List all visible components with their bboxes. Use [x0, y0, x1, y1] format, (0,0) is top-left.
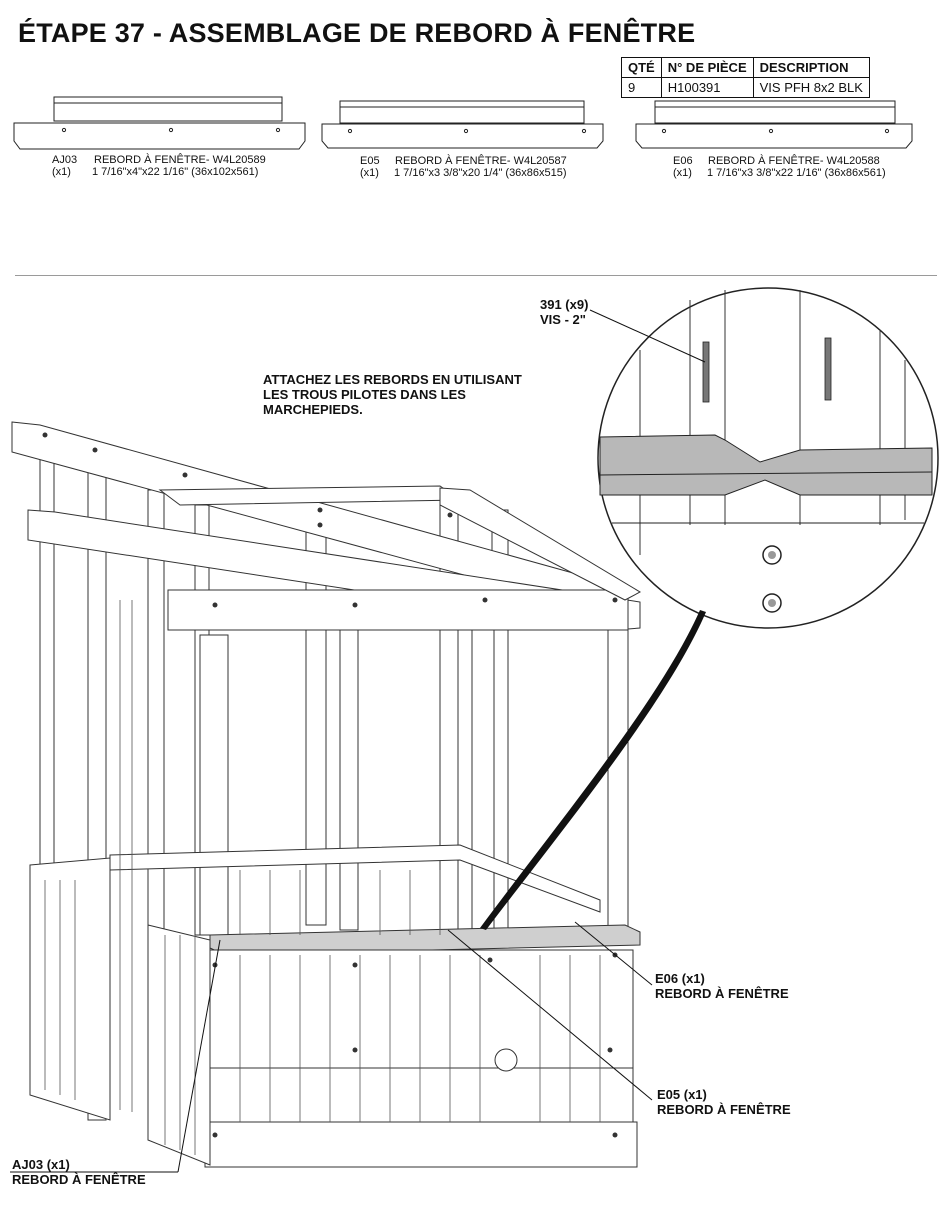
instruction-line: ATTACHEZ LES REBORDS EN UTILISANT — [263, 372, 522, 387]
parts-table-header: QTÉ N° DE PIÈCE DESCRIPTION — [621, 57, 870, 78]
cell-description: VIS PFH 8x2 BLK — [752, 77, 870, 98]
board-aj03-drawing — [13, 96, 306, 150]
section-divider — [15, 275, 937, 276]
board-qty: (x1) — [52, 166, 71, 178]
detail-zoom-circle — [597, 287, 939, 629]
callout-e06: E06 (x1) REBORD À FENÊTRE — [655, 971, 789, 1001]
instruction-line: MARCHEPIEDS. — [263, 402, 363, 417]
board-dims: 1 7/16"x4"x22 1/16" (36x102x561) — [92, 166, 259, 178]
parts-table: QTÉ N° DE PIÈCE DESCRIPTION 9 H100391 VI… — [621, 57, 870, 98]
board-code: E05 — [360, 155, 380, 167]
board-dims: 1 7/16"x3 3/8"x20 1/4" (36x86x515) — [394, 167, 567, 179]
screw-callout: 391 (x9) VIS - 2" — [540, 297, 588, 327]
header-qty: QTÉ — [621, 57, 662, 78]
callout-label: REBORD À FENÊTRE — [12, 1172, 146, 1187]
board-label-aj03: AJ03 REBORD À FENÊTRE- W4L20589 (x1) 1 7/1… — [52, 154, 266, 178]
instruction-line: LES TROUS PILOTES DANS LES — [263, 387, 466, 402]
callout-code: E05 (x1) — [657, 1087, 707, 1102]
step-title: ÉTAPE 37 - ASSEMBLAGE DE REBORD À FENÊTR… — [18, 18, 696, 48]
board-e06-drawing — [635, 100, 913, 149]
callout-label: REBORD À FENÊTRE — [657, 1102, 791, 1117]
callout-code: AJ03 (x1) — [12, 1157, 70, 1172]
board-name: REBORD À FENÊTRE- W4L20589 — [94, 154, 266, 166]
screw-callout-qty: 391 (x9) — [540, 297, 589, 312]
board-name: REBORD À FENÊTRE- W4L20588 — [708, 155, 880, 167]
instruction-note: ATTACHEZ LES REBORDS EN UTILISANT LES TR… — [263, 372, 522, 417]
front-siding — [44, 600, 601, 1155]
leader-lines — [10, 309, 706, 1173]
board-code: E06 — [673, 155, 693, 167]
board-e05-drawing — [321, 100, 604, 149]
board-qty: (x1) — [360, 167, 379, 179]
cell-part-number: H100391 — [660, 77, 754, 98]
table-row: 9 H100391 VIS PFH 8x2 BLK — [621, 77, 870, 98]
screw-callout-label: VIS - 2" — [540, 312, 586, 327]
board-label-e05: E05 REBORD À FENÊTRE- W4L20587 (x1) 1 7/16… — [360, 155, 567, 179]
callout-aj03: AJ03 (x1) REBORD À FENÊTRE — [12, 1157, 146, 1187]
callout-label: REBORD À FENÊTRE — [655, 986, 789, 1001]
callout-code: E06 (x1) — [655, 971, 705, 986]
board-dims: 1 7/16"x3 3/8"x22 1/16" (36x86x561) — [707, 167, 886, 179]
playhouse-frame — [11, 421, 642, 1168]
board-name: REBORD À FENÊTRE- W4L20587 — [395, 155, 567, 167]
board-label-e06: E06 REBORD À FENÊTRE- W4L20588 (x1) 1 7/16… — [673, 155, 886, 179]
board-code: AJ03 — [52, 154, 78, 166]
detail-pointer — [480, 610, 706, 930]
callout-e05: E05 (x1) REBORD À FENÊTRE — [657, 1087, 791, 1117]
board-qty: (x1) — [673, 167, 692, 179]
